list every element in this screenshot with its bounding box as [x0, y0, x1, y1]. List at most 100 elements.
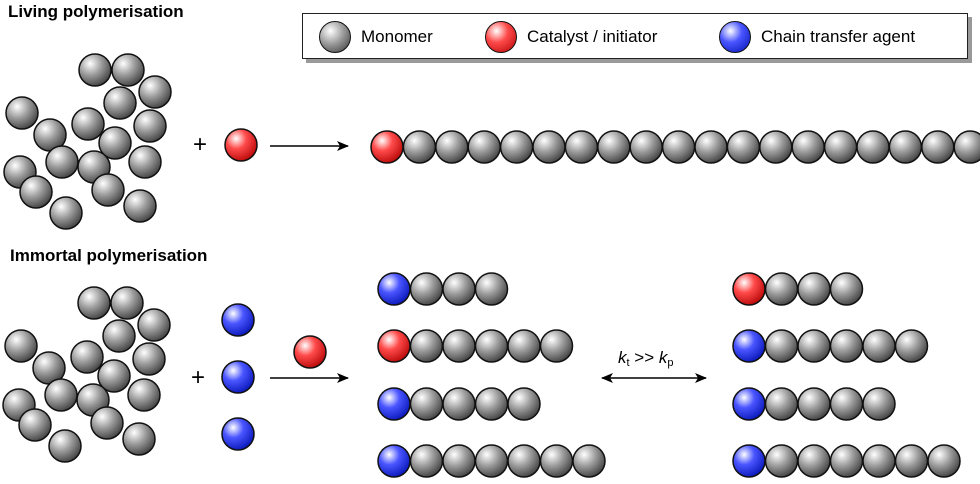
monomer-ball	[103, 86, 137, 120]
monomer-ball	[44, 378, 78, 412]
monomer-ball	[91, 173, 125, 207]
legend-label-catalyst: Catalyst / initiator	[527, 27, 658, 46]
cta-head-ball	[377, 272, 411, 306]
monomer-ball	[18, 408, 52, 442]
monomer-ball	[409, 444, 444, 478]
monomer-ball	[442, 272, 476, 306]
monomer-ball	[597, 130, 631, 164]
monomer-ball	[856, 130, 890, 164]
monomer-ball	[862, 387, 896, 421]
monomer-ball	[110, 286, 144, 320]
monomer-ball	[726, 130, 761, 164]
monomer-ball	[474, 444, 509, 478]
chain-after-3	[732, 387, 896, 421]
cta-head-ball	[732, 387, 766, 421]
living-catalyst	[224, 128, 258, 162]
monomer-ball	[102, 319, 136, 353]
immortal-chains-after-transfer	[732, 272, 961, 478]
rate-kp-subscript: p	[667, 357, 674, 369]
monomer-ball	[532, 130, 566, 164]
monomer-ball	[759, 130, 793, 164]
monomer-ball	[442, 329, 476, 363]
monomer-ball	[90, 406, 124, 440]
monomer-ball	[764, 387, 799, 421]
monomer-ball	[764, 444, 799, 478]
monomer-ball	[138, 75, 172, 109]
monomer-ball	[4, 329, 38, 363]
monomer-ball	[797, 329, 831, 363]
cta-head-ball	[377, 444, 411, 478]
monomer-ball	[132, 342, 166, 376]
monomer-ball	[435, 130, 469, 164]
monomer-ball	[894, 329, 929, 363]
monomer-ball	[764, 272, 799, 306]
monomer-ball	[791, 130, 825, 164]
chain-before-4	[377, 444, 606, 478]
monomer-ball	[122, 422, 156, 456]
legend-item-catalyst: Catalyst / initiator	[485, 14, 657, 60]
immortal-chains-before-transfer	[377, 272, 606, 478]
catalyst-head-ball	[732, 272, 766, 306]
rate-operator: >>	[634, 348, 655, 367]
living-chain	[370, 130, 980, 164]
chain-after-2	[732, 329, 929, 363]
immortal-monomer-pool	[2, 286, 171, 463]
monomer-ball	[797, 444, 831, 478]
monomer-ball	[98, 126, 132, 160]
monomer-ball	[829, 387, 864, 421]
monomer-ball	[5, 96, 39, 130]
monomer-ball	[48, 429, 82, 463]
monomer-ball	[888, 130, 923, 164]
monomer-ball	[797, 387, 831, 421]
immortal-catalyst	[293, 335, 327, 369]
chain-before-1	[377, 272, 509, 306]
monomer-ball	[127, 378, 161, 412]
monomer-ball	[474, 272, 509, 306]
monomer-ball	[137, 308, 171, 342]
monomer-ball	[467, 130, 501, 164]
monomer-ball	[474, 387, 509, 421]
living-polymerisation-title: Living polymerisation	[8, 2, 184, 21]
cta-ball	[221, 360, 255, 394]
monomer-ball	[862, 444, 896, 478]
legend-item-monomer: Monomer	[319, 14, 433, 60]
legend-label-monomer: Monomer	[361, 27, 433, 46]
immortal-plus-sign: +	[191, 364, 205, 391]
chain-before-3	[377, 387, 541, 421]
monomer-ball	[409, 329, 444, 363]
living-plus-sign: +	[193, 131, 207, 158]
monomer-ball	[927, 444, 961, 478]
legend-label-cta: Chain transfer agent	[761, 27, 916, 46]
rate-kt-subscript: t	[626, 357, 630, 369]
monomer-ball	[629, 130, 663, 164]
monomer-ball	[862, 329, 896, 363]
monomer-ball	[402, 130, 437, 164]
monomer-ball	[474, 329, 509, 363]
chain-after-4	[732, 444, 961, 478]
monomer-ball	[409, 272, 444, 306]
monomer-ball	[507, 329, 541, 363]
monomer-ball	[71, 107, 105, 141]
cta-head-ball	[377, 387, 411, 421]
living-monomer-pool	[3, 53, 172, 230]
monomer-ball	[19, 175, 53, 209]
monomer-ball	[123, 189, 157, 223]
cta-head-ball	[732, 329, 766, 363]
legend-item-cta: Chain transfer agent	[719, 14, 915, 60]
legend: Monomer Catalyst / initiator Chain trans…	[302, 13, 968, 59]
chain-before-2	[377, 329, 574, 363]
monomer-ball	[133, 109, 167, 143]
monomer-ball-icon	[319, 21, 351, 53]
rate-kt-symbol: k	[618, 348, 627, 367]
monomer-ball	[894, 444, 929, 478]
monomer-ball	[823, 130, 858, 164]
monomer-ball	[953, 130, 980, 164]
monomer-ball	[507, 387, 541, 421]
monomer-ball	[409, 387, 444, 421]
monomer-ball	[499, 130, 534, 164]
monomer-ball	[49, 196, 83, 230]
monomer-ball	[507, 444, 541, 478]
monomer-ball	[764, 329, 799, 363]
monomer-ball	[442, 444, 476, 478]
